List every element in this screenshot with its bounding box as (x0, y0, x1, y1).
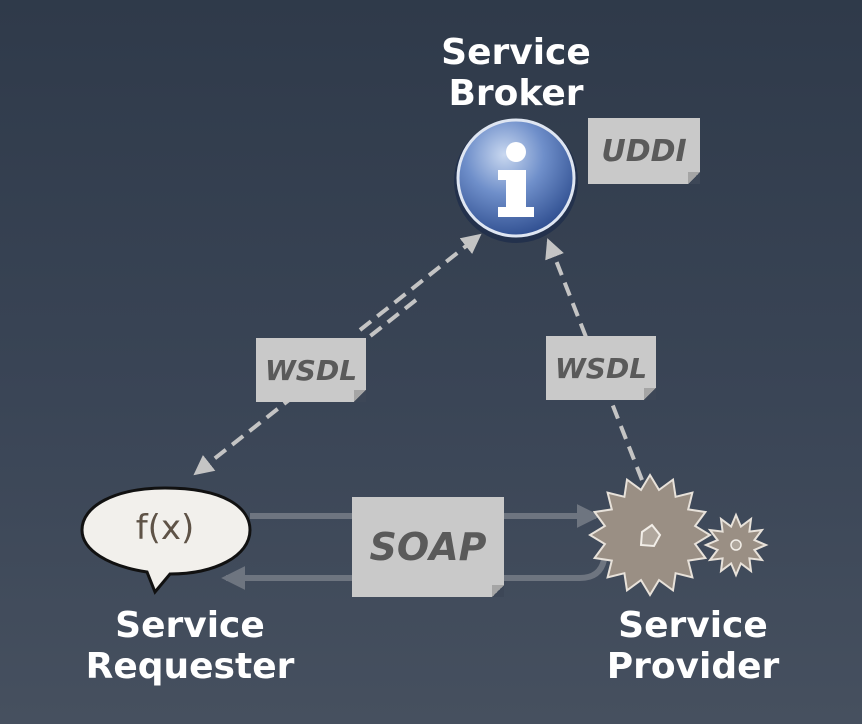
wsdl-note-provider: WSDL (546, 336, 656, 400)
wsdl-note-requester: WSDL (256, 338, 366, 402)
bubble-function-text: f(x) (135, 508, 195, 548)
soap-note: SOAP (352, 497, 504, 597)
uddi-note: UDDI (588, 118, 700, 184)
gear-icon (588, 473, 769, 597)
requester-to-broker-link (358, 233, 482, 332)
requester-label-line2: Requester (85, 646, 295, 687)
requester-label: Service Requester (70, 605, 310, 687)
broker-label: Service Broker (424, 32, 608, 114)
provider-label: Service Provider (588, 605, 798, 687)
speech-bubble-icon (80, 486, 252, 595)
info-icon (454, 118, 578, 243)
provider-label-line2: Provider (606, 646, 780, 687)
broker-label-line2: Broker (448, 73, 584, 114)
requester-label-line1: Service (115, 605, 265, 646)
provider-label-line1: Service (618, 605, 768, 646)
broker-label-line1: Service (441, 32, 591, 73)
response-to-requester-arrow (221, 559, 607, 590)
